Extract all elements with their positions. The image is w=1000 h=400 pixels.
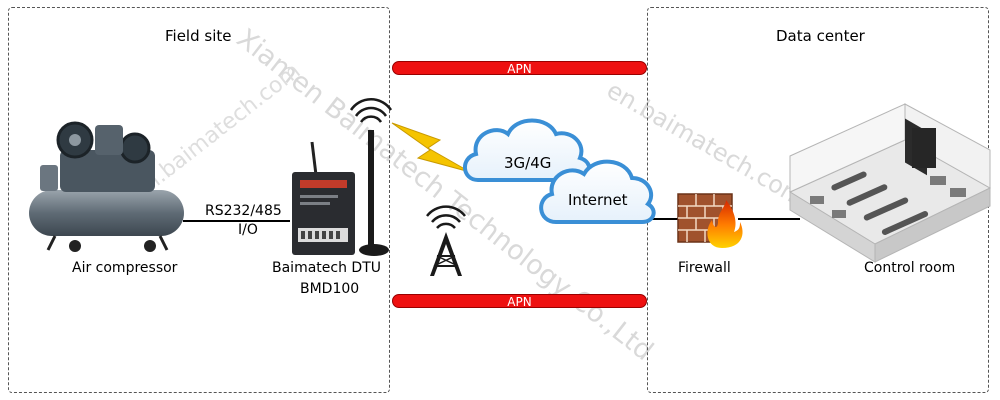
dtu-device-icon xyxy=(292,141,355,255)
firewall-label: Firewall xyxy=(678,260,731,276)
data-center-title: Data center xyxy=(776,27,865,45)
apn-link-top: APN xyxy=(392,61,647,76)
cloud-3g-label: 3G/4G xyxy=(504,154,552,172)
field-site-title: Field site xyxy=(165,27,232,45)
serial-link-label-2: I/O xyxy=(238,222,258,238)
wireless-lightning-icon xyxy=(391,122,471,173)
cloud-internet-label: Internet xyxy=(568,191,628,209)
control-room-label: Control room xyxy=(864,260,956,276)
dtu-label-line1: Baimatech DTU xyxy=(272,260,381,276)
air-compressor-label: Air compressor xyxy=(72,260,178,276)
cell-tower-icon xyxy=(426,205,466,276)
control-room-icon xyxy=(788,103,992,263)
dtu-label-line2: BMD100 xyxy=(300,281,360,297)
apn-link-bottom: APN xyxy=(392,294,647,309)
firewall-icon xyxy=(677,193,743,248)
serial-link-label-1: RS232/485 xyxy=(205,203,282,219)
cloud-3g-icon xyxy=(463,118,592,182)
cloud-internet-icon xyxy=(539,159,656,224)
field-site-zone xyxy=(8,7,390,393)
dtu-antenna-icon xyxy=(349,98,393,256)
air-compressor-icon xyxy=(29,121,184,252)
